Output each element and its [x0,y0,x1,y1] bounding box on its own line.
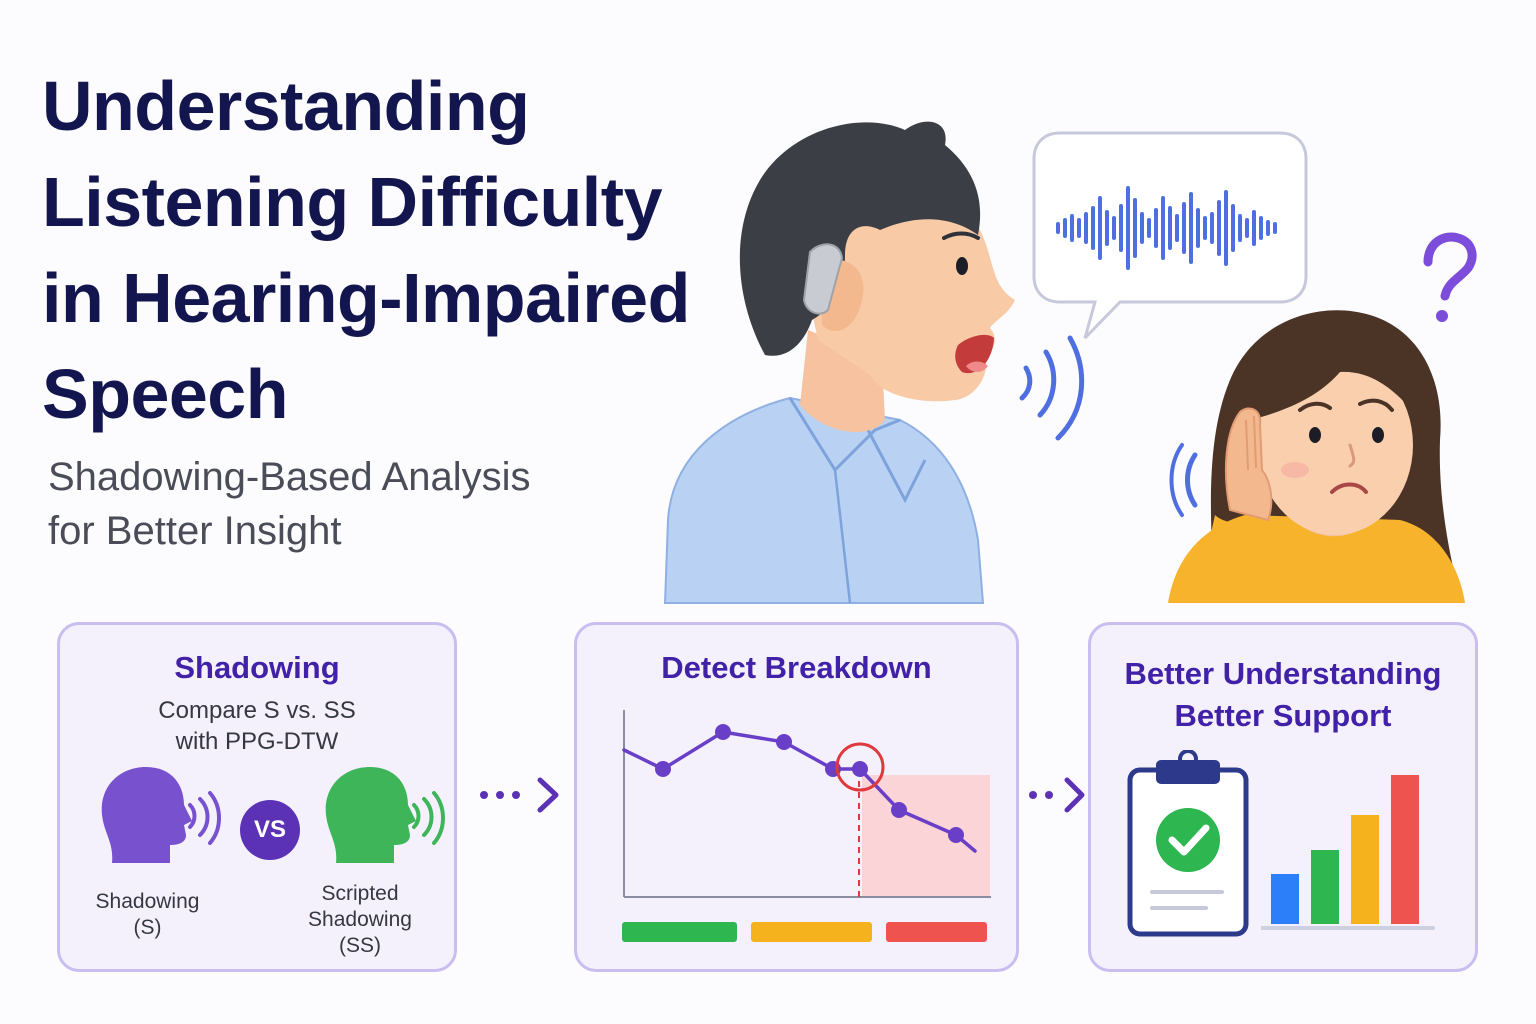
title-line-3: in Hearing-Impaired [42,259,690,337]
speech-bubble-waveform [1032,131,1308,340]
speaker-with-hearing-aid [663,121,1015,604]
subtitle-line-1: Shadowing-Based Analysis [48,455,531,499]
label-line: Shadowing [308,908,412,931]
dotted-arrow-icon [1029,777,1085,813]
main-title: Understanding Listening Difficulty in He… [42,58,762,442]
data-point [891,802,907,818]
bar [1351,815,1379,924]
speaker-label-shadowing: Shadowing (S) [80,889,215,941]
data-point [852,761,868,777]
subtitle: Shadowing-Based Analysis for Better Insi… [48,450,648,558]
title-line-1: Understanding [42,67,530,145]
green-head-speaking-icon [325,767,445,863]
breakdown-highlight-circle [835,742,885,792]
label-line: (S) [133,916,162,939]
bar [1311,850,1339,924]
legend-bar-red [886,922,987,942]
data-point [715,724,731,740]
data-point [776,734,792,750]
subtitle-line: Compare S vs. SS [158,697,356,724]
purple-head-speaking-icon [101,767,221,863]
legend-bar-green [622,922,737,942]
bar [1271,874,1299,924]
title-line-4: Speech [42,355,289,433]
bar [1391,775,1419,924]
title-line: Better Support [1174,698,1392,733]
bar-chart-icon [1261,775,1435,930]
clipboard-check-icon [1127,750,1249,937]
label-line: (SS) [339,934,381,957]
sound-waves-icon [1019,335,1085,441]
panel-shadowing: Shadowing Compare S vs. SS with PPG-DTW … [57,622,457,972]
panel-title-shadowing: Shadowing [174,650,340,685]
title-line: Better Understanding [1124,656,1442,691]
vs-badge: VS [240,800,300,860]
panel-title-detect-breakdown: Detect Breakdown [661,650,932,685]
breakdown-line-chart [622,710,991,898]
panel-better-understanding: Better Understanding Better Support [1088,622,1478,972]
data-point [948,827,964,843]
label-line: Scripted [321,882,399,905]
subtitle-line-2: for Better Insight [48,509,342,553]
panel-detect-breakdown: Detect Breakdown [574,622,1019,972]
legend-bar-yellow [751,922,872,942]
data-point [655,761,671,777]
speaker-label-scripted-shadowing: Scripted Shadowing (SS) [290,881,430,959]
dotted-arrow-icon [480,777,559,813]
subtitle-line: with PPG-DTW [175,728,339,755]
panel-subtitle-shadowing: Compare S vs. SS with PPG-DTW [60,695,454,757]
hero-illustration [663,121,1477,604]
question-mark-icon [1423,232,1477,322]
panel-title-better-understanding: Better Understanding Better Support [1091,653,1475,737]
title-line-2: Listening Difficulty [42,163,663,241]
label-line: Shadowing [95,890,200,913]
confused-listener [1168,310,1465,603]
